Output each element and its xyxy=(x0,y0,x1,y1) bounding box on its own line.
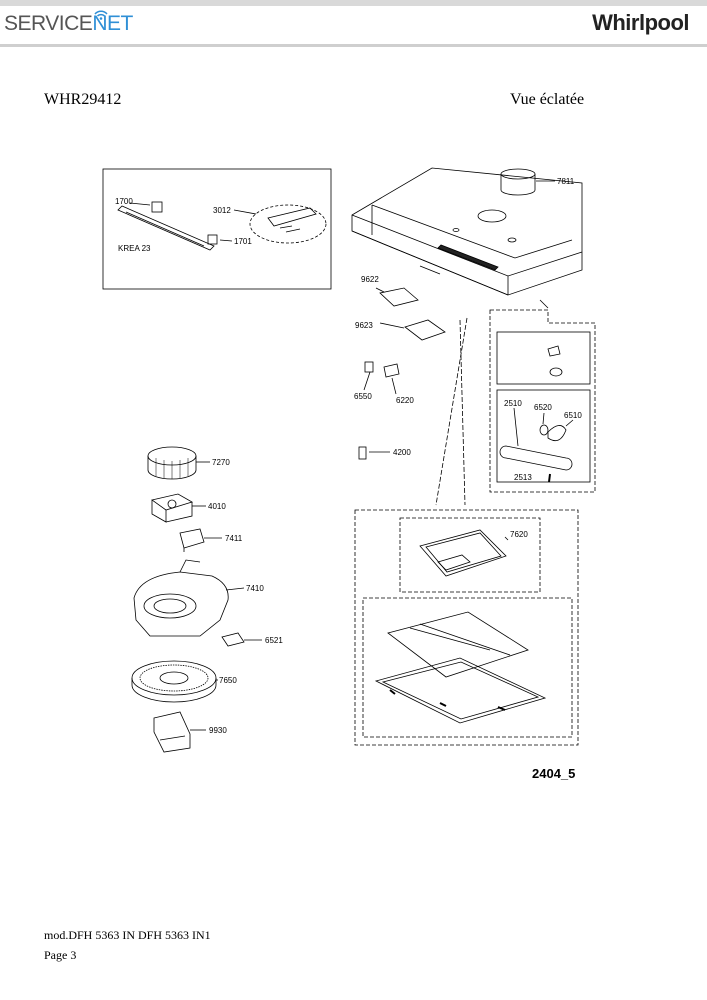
label-7811: 7811 xyxy=(557,177,575,186)
label-7270: 7270 xyxy=(212,458,230,467)
label-7411: 7411 xyxy=(225,534,243,543)
view-title: Vue éclatée xyxy=(510,91,585,108)
footer-page: Page 3 xyxy=(44,948,77,962)
label-2513: 2513 xyxy=(514,473,532,482)
part-6521-shape xyxy=(221,632,245,647)
control-bar-part xyxy=(117,205,215,251)
light-lower-box xyxy=(496,389,591,483)
label-krea: KREA 23 xyxy=(118,244,151,253)
motor-shape xyxy=(151,493,194,523)
part-4200-shape xyxy=(358,446,367,460)
label-7620: 7620 xyxy=(510,530,528,539)
label-6521: 6521 xyxy=(265,636,283,645)
model-number: WHR29412 xyxy=(44,91,122,108)
label-6510: 6510 xyxy=(564,411,582,420)
servicenet-logo: SERVICENET xyxy=(4,10,133,36)
label-3012: 3012 xyxy=(213,206,231,215)
label-9930: 9930 xyxy=(209,726,227,735)
logo-net-text: NET xyxy=(92,12,133,35)
footer-model: mod.DFH 5363 IN DFH 5363 IN1 xyxy=(44,928,211,942)
label-6550: 6550 xyxy=(354,392,372,401)
part-6220-shape xyxy=(383,363,400,378)
part-1700-shape xyxy=(151,201,163,213)
fan-wheel-shape xyxy=(147,446,197,480)
control-panel-inset xyxy=(102,168,332,290)
label-4200: 4200 xyxy=(393,448,411,457)
hood-body xyxy=(351,167,583,296)
logo-service-text: SERVICE xyxy=(4,12,93,35)
label-6220: 6220 xyxy=(396,396,414,405)
part-7411-shape xyxy=(179,528,205,552)
lamp-holder-shape xyxy=(547,345,561,357)
label-9623: 9623 xyxy=(355,321,373,330)
grease-filter-box xyxy=(399,517,541,593)
label-1700: 1700 xyxy=(115,197,133,206)
control-board-shape xyxy=(267,207,317,227)
header-top-bar xyxy=(0,0,707,6)
carbon-filter-shape xyxy=(131,660,217,703)
bulb-shape xyxy=(547,425,567,442)
label-6520: 6520 xyxy=(534,403,552,412)
filter-section-frame xyxy=(354,509,579,746)
filter-sheet-shape xyxy=(387,611,529,678)
control-detail-ellipse xyxy=(249,204,327,244)
part-1701-shape xyxy=(207,234,218,245)
label-2510: 2510 xyxy=(504,399,522,408)
whirlpool-logo: Whirlpool xyxy=(592,10,689,35)
label-7650: 7650 xyxy=(219,676,237,685)
lamp-socket-shape xyxy=(539,424,549,436)
duct-ring-part xyxy=(500,168,536,196)
label-1701: 1701 xyxy=(234,237,252,246)
label-9622: 9622 xyxy=(361,275,379,284)
bottom-frame-shape xyxy=(374,657,547,724)
blower-housing-shape xyxy=(133,559,229,637)
light-upper-box xyxy=(496,331,591,385)
wifi-icon xyxy=(94,10,108,20)
frame-section-box xyxy=(362,597,573,738)
lamp-gasket-shape xyxy=(499,445,573,471)
label-4010: 4010 xyxy=(208,502,226,511)
part-9623-shape xyxy=(404,319,446,341)
grease-filter-shape xyxy=(419,529,507,577)
part-6550-shape xyxy=(364,361,374,373)
header-divider xyxy=(0,44,707,47)
part-9930-shape xyxy=(153,711,191,753)
lamp-cap-shape xyxy=(549,367,563,377)
light-section-frame xyxy=(489,309,596,493)
diagram-code: 2404_5 xyxy=(532,766,576,781)
part-9622-shape xyxy=(379,287,419,307)
label-7410: 7410 xyxy=(246,584,264,593)
